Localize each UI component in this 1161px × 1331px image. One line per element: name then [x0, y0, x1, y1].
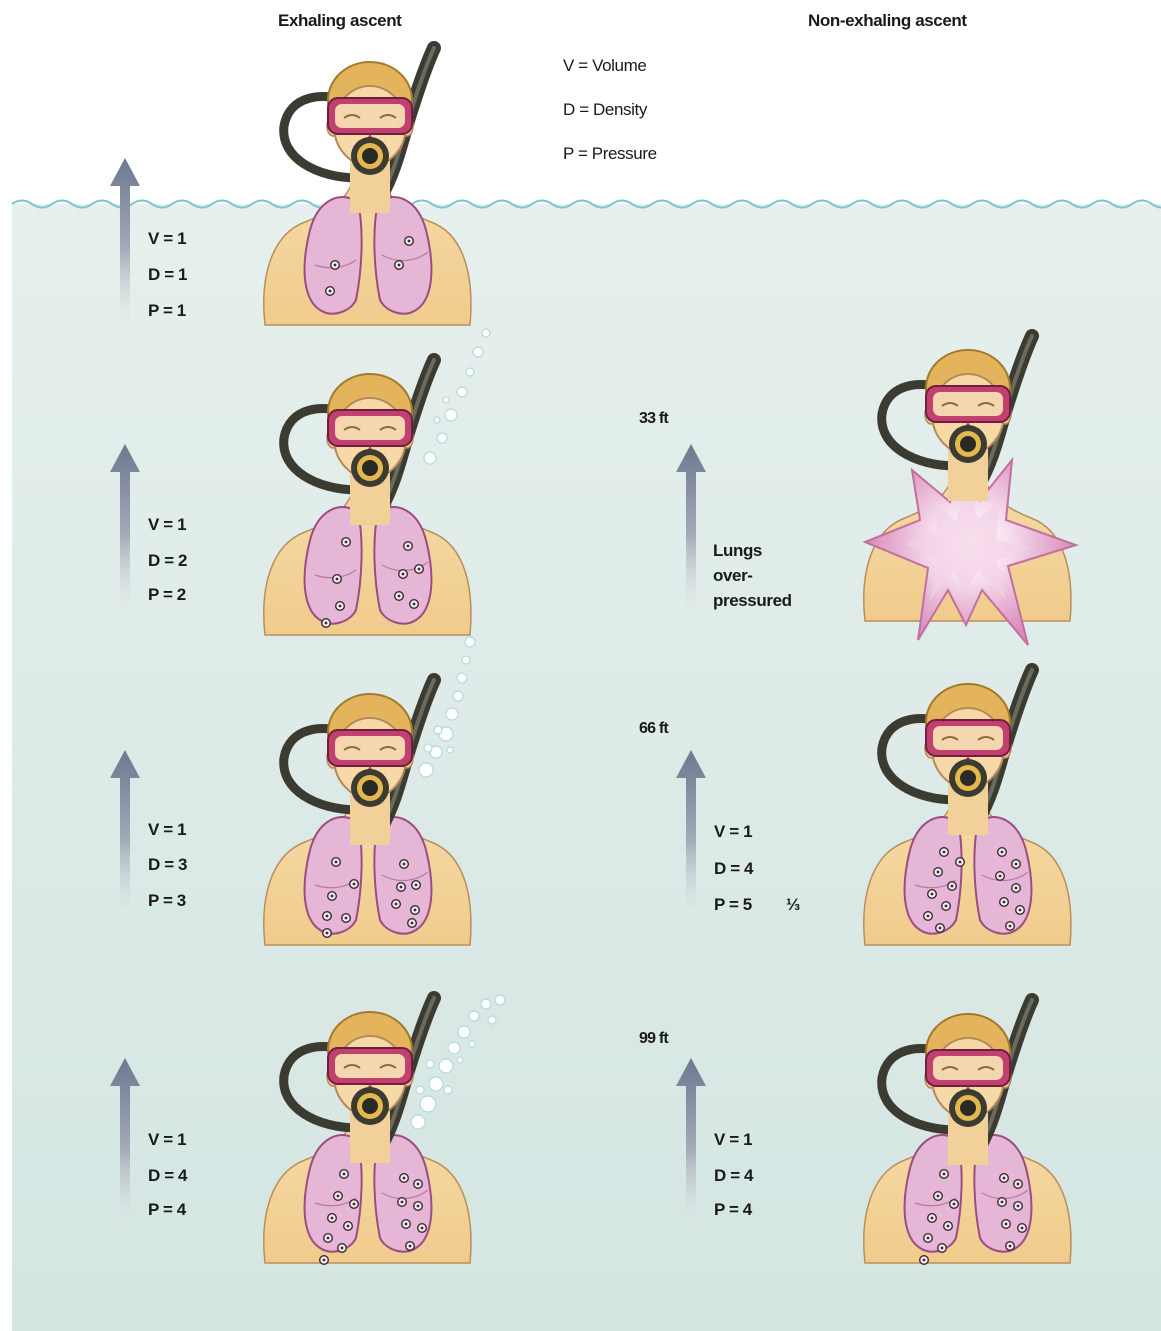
exhaling-level-4-density: D = 4 [148, 1166, 187, 1186]
non-exhaling-level-3-pressure: P = 4 [714, 1200, 752, 1220]
exhaling-level-2-volume: V = 1 [148, 515, 186, 535]
diver-head [284, 48, 434, 213]
depth-33-ft: 33 ft [639, 410, 668, 428]
non-exhaling-level-3-density: D = 4 [714, 1166, 753, 1186]
legend-density: D = Density [563, 100, 647, 120]
depth-99-ft: 99 ft [639, 1030, 668, 1048]
non-exhaling-level-2-volume: V = 1 [714, 822, 752, 842]
non-exhaling-level-3-volume: V = 1 [714, 1130, 752, 1150]
exhaling-level-3-pressure: P = 3 [148, 891, 186, 911]
title-exhaling-ascent: Exhaling ascent [278, 11, 401, 31]
non-exhaling-level-2-density: D = 4 [714, 859, 753, 879]
exhaling-level-2-pressure: P = 2 [148, 585, 186, 605]
lungs-overpressured-note: Lungs over- pressured [713, 538, 805, 613]
legend-volume: V = Volume [563, 56, 646, 76]
exhaling-level-1-density: D = 1 [148, 265, 187, 285]
depth-66-ft: 66 ft [639, 720, 668, 738]
pressure-fraction: ⅓ [786, 895, 800, 915]
exhaling-level-2-density: D = 2 [148, 551, 187, 571]
legend-pressure: P = Pressure [563, 144, 657, 164]
exhaling-level-1-volume: V = 1 [148, 229, 186, 249]
title-non-exhaling-ascent: Non-exhaling ascent [808, 11, 967, 31]
exhaling-level-4-volume: V = 1 [148, 1130, 186, 1150]
exhaling-level-3-volume: V = 1 [148, 820, 186, 840]
exhaling-level-1-pressure: P = 1 [148, 301, 186, 321]
exhaling-level-4-pressure: P = 4 [148, 1200, 186, 1220]
non-exhaling-level-2-pressure: P = 5 [714, 895, 752, 915]
exhaling-level-3-density: D = 3 [148, 855, 187, 875]
